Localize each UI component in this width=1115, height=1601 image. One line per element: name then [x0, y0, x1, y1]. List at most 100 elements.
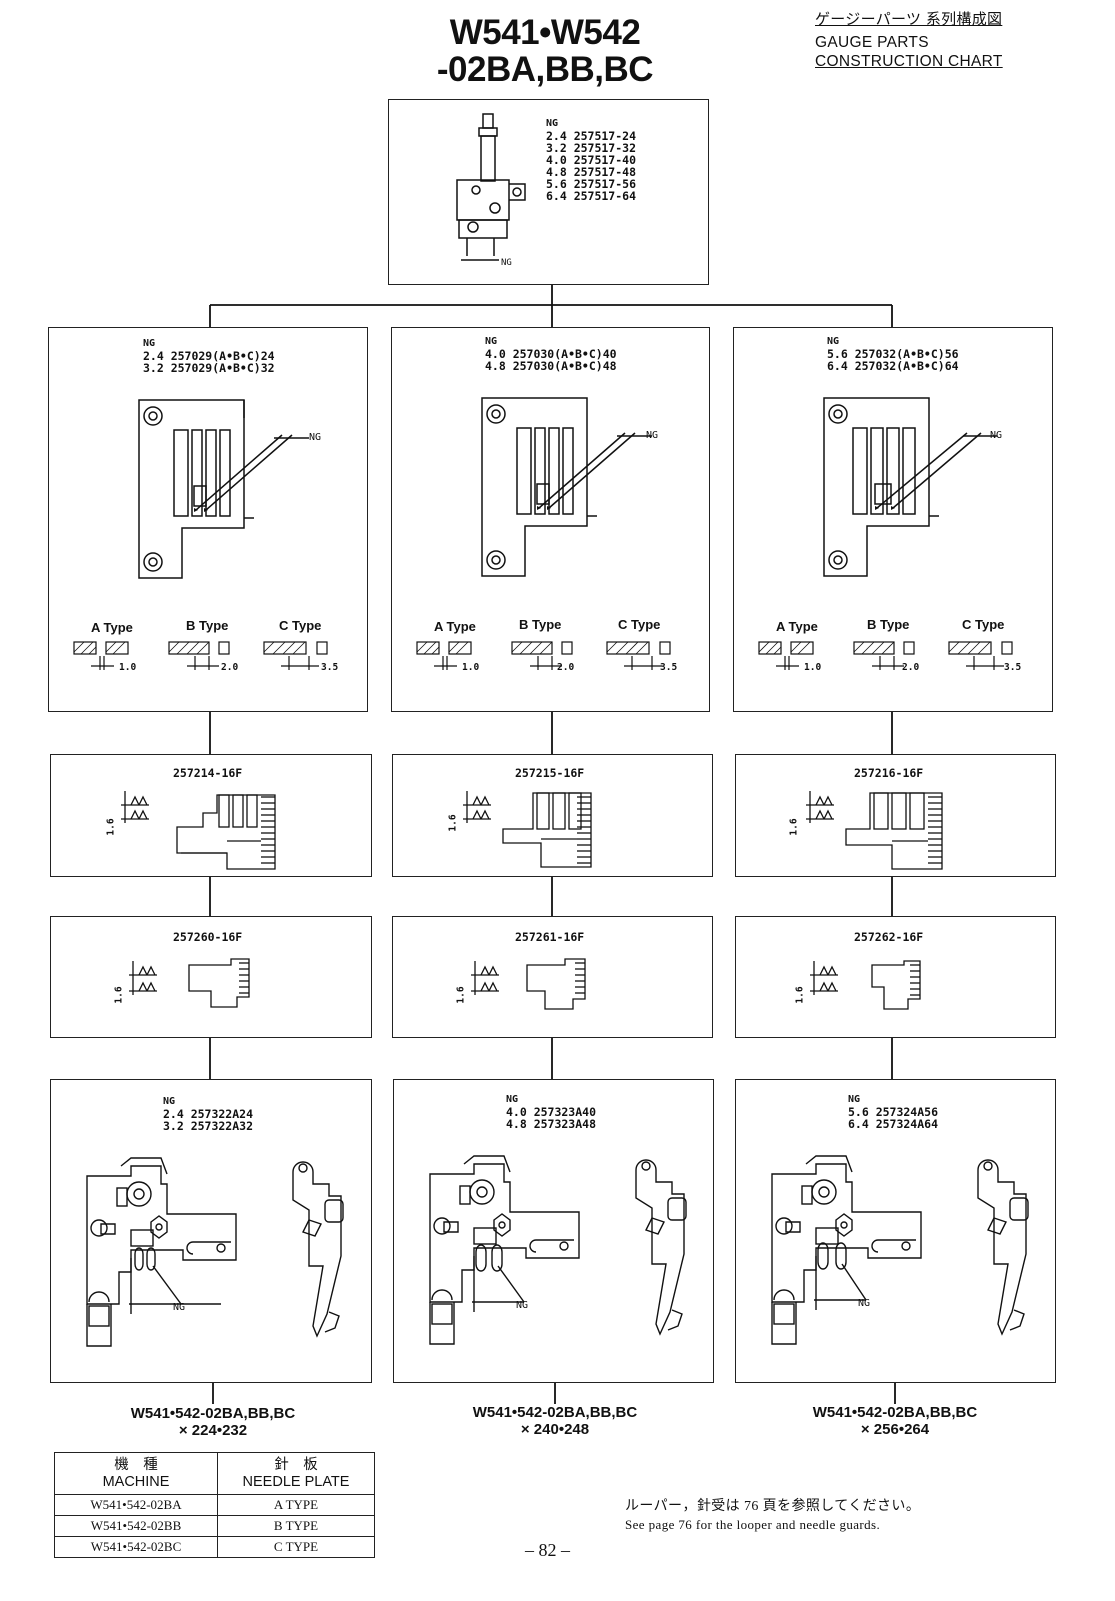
- cell-plate: A TYPE: [217, 1494, 375, 1516]
- ng-label: NG: [506, 1094, 519, 1105]
- part-line: 2.4 257322A24: [163, 1107, 254, 1121]
- plate-type-row: A Type B Type C Type 1.0 2.0 3.5: [392, 617, 711, 690]
- feed-dog-drawing: [121, 791, 276, 870]
- sub-feed-dog-box-2: 257261-16F 1.6: [392, 916, 713, 1038]
- sub-feed-dog-drawing: [810, 960, 921, 1010]
- part-line: 5.6 257517-56: [546, 177, 637, 191]
- footnote-en: See page 76 for the looper and needle gu…: [625, 1517, 881, 1532]
- table-row: W541•542-02BC C TYPE: [54, 1536, 375, 1558]
- model-label-3: W541•542-02BA,BB,BC × 256•264: [775, 1404, 1015, 1438]
- table-row: W541•542-02BA A TYPE: [54, 1494, 375, 1516]
- part-line: 2.4 257029(A•B•C)24: [143, 349, 275, 363]
- part-line: 6.4 257032(A•B•C)64: [827, 359, 959, 373]
- machine-needle-plate-table: 機 種 MACHINE 針 板 NEEDLE PLATE W541•542-02…: [54, 1452, 375, 1558]
- presser-foot-box-2: NG 4.0 257323A40 4.8 257323A48: [393, 1079, 714, 1383]
- presser-foot-drawing: [771, 1155, 1029, 1345]
- plate-type-sections: [416, 641, 671, 670]
- jp-heading: ゲージーパーツ 系列構成図: [815, 11, 1003, 28]
- model-name: W541•542-02BA,BB,BC: [812, 1404, 978, 1421]
- part-line: 4.8 257323A48: [506, 1117, 597, 1131]
- part-line: 6.4 257517-64: [546, 189, 637, 203]
- type-dim-a: 1.0: [804, 662, 822, 673]
- model-name: W541•542-02BA,BB,BC: [472, 1404, 638, 1421]
- needle-clamp-box: NG 2.4 257517-24 3.2 257517-32 4.0 25751…: [388, 99, 709, 285]
- type-label-a: A Type: [434, 619, 476, 634]
- title-line-1: W541•W542: [449, 13, 641, 52]
- type-label-b: B Type: [519, 617, 562, 632]
- needle-plate-drawing: [823, 397, 997, 577]
- table-row: W541•542-02BB B TYPE: [54, 1515, 375, 1537]
- ng-label: NG: [848, 1094, 861, 1105]
- en-heading-2: CONSTRUCTION CHART: [815, 53, 1003, 70]
- part-line: 4.0 257323A40: [506, 1105, 597, 1119]
- part-number: 257260-16F: [173, 930, 243, 944]
- type-label-a: A Type: [776, 619, 818, 634]
- plate-type-row: A Type B Type C Type 1.0 2.0 3.5: [734, 617, 1054, 690]
- ng-callout: NG: [646, 430, 659, 441]
- cell-machine: W541•542-02BC: [54, 1536, 218, 1558]
- header-machine-en: MACHINE: [102, 1473, 170, 1490]
- type-dim-a: 1.0: [462, 662, 480, 673]
- header-plate-en: NEEDLE PLATE: [242, 1473, 350, 1490]
- table-header-row: 機 種 MACHINE 針 板 NEEDLE PLATE: [54, 1452, 375, 1495]
- presser-foot-box-3: NG 5.6 257324A56 6.4 257324A64: [735, 1079, 1056, 1383]
- part-number: 257216-16F: [854, 766, 924, 780]
- model-gauge: × 256•264: [860, 1421, 930, 1438]
- ng-callout: NG: [173, 1302, 186, 1313]
- part-number: 257215-16F: [515, 766, 585, 780]
- ng-callout: NG: [990, 430, 1003, 441]
- feed-dog-drawing: [806, 791, 943, 870]
- model-gauge: × 240•248: [520, 1421, 590, 1438]
- ng-label: NG: [485, 336, 498, 347]
- ng-label: NG: [827, 336, 840, 347]
- ng-label: NG: [546, 118, 559, 129]
- plate-type-row: A Type B Type C Type 1.0 2.0 3.5: [49, 618, 369, 690]
- part-line: 5.6 257324A56: [848, 1105, 939, 1119]
- sub-feed-dog-drawing: [471, 958, 586, 1010]
- needle-clamp-drawing: [456, 113, 526, 261]
- ng-callout: NG: [858, 1298, 871, 1309]
- ng-dim-label: NG: [501, 258, 512, 268]
- sub-feed-dog-box-3: 257262-16F 1.6: [735, 916, 1056, 1038]
- part-line: 4.8 257030(A•B•C)48: [485, 359, 617, 373]
- needle-plate-drawing: [138, 399, 309, 579]
- part-line: 4.8 257517-48: [546, 165, 637, 179]
- needle-plate-box-3: NG 5.6 257032(A•B•C)56 6.4 257032(A•B•C)…: [733, 327, 1053, 712]
- footnote: ルーパー，針受は 76 頁を参照してください。 See page 76 for …: [625, 1498, 1045, 1534]
- model-name: W541•542-02BA,BB,BC: [130, 1405, 296, 1422]
- type-dim-c: 3.5: [321, 662, 339, 673]
- presser-foot-drawing: [429, 1155, 687, 1345]
- part-line: 3.2 257517-32: [546, 141, 637, 155]
- part-line: 5.6 257032(A•B•C)56: [827, 347, 959, 361]
- part-line: 4.0 257517-40: [546, 153, 637, 167]
- part-number: 257262-16F: [854, 930, 924, 944]
- plate-type-sections: [73, 641, 328, 670]
- part-line: 3.2 257322A32: [163, 1119, 254, 1133]
- ng-callout: NG: [516, 1300, 529, 1311]
- part-line: 6.4 257324A64: [848, 1117, 939, 1131]
- feed-dog-box-1: 257214-16F 1.6: [50, 754, 372, 877]
- sub-feed-dog-drawing: [129, 958, 250, 1008]
- header-machine-jp: 機 種: [114, 1456, 158, 1473]
- needle-clamp-part-list: 2.4 257517-24 3.2 257517-32 4.0 257517-4…: [546, 130, 636, 202]
- type-label-b: B Type: [186, 618, 229, 633]
- en-heading-1: GAUGE PARTS: [815, 34, 929, 51]
- part-number: 257214-16F: [173, 766, 243, 780]
- type-dim-b: 2.0: [902, 662, 920, 673]
- feed-dog-drawing: [463, 791, 592, 868]
- feed-dog-box-2: 257215-16F 1.6: [392, 754, 713, 877]
- title-line-2: -02BA,BB,BC: [436, 50, 654, 89]
- sub-feed-dog-box-1: 257260-16F 1.6: [50, 916, 372, 1038]
- header-machine: 機 種 MACHINE: [54, 1452, 218, 1495]
- plate-type-sections: [758, 641, 1013, 670]
- cell-machine: W541•542-02BB: [54, 1515, 218, 1537]
- type-label-b: B Type: [867, 617, 910, 632]
- type-dim-b: 2.0: [557, 662, 575, 673]
- cell-machine: W541•542-02BA: [54, 1494, 218, 1516]
- footnote-jp: ルーパー，針受は 76 頁を参照してください。: [625, 1499, 921, 1514]
- page-title: W541•W542 -02BA,BB,BC: [425, 14, 665, 88]
- model-label-1: W541•542-02BA,BB,BC × 224•232: [93, 1405, 333, 1439]
- type-dim-a: 1.0: [119, 662, 137, 673]
- feed-dog-box-3: 257216-16F 1.6: [735, 754, 1056, 877]
